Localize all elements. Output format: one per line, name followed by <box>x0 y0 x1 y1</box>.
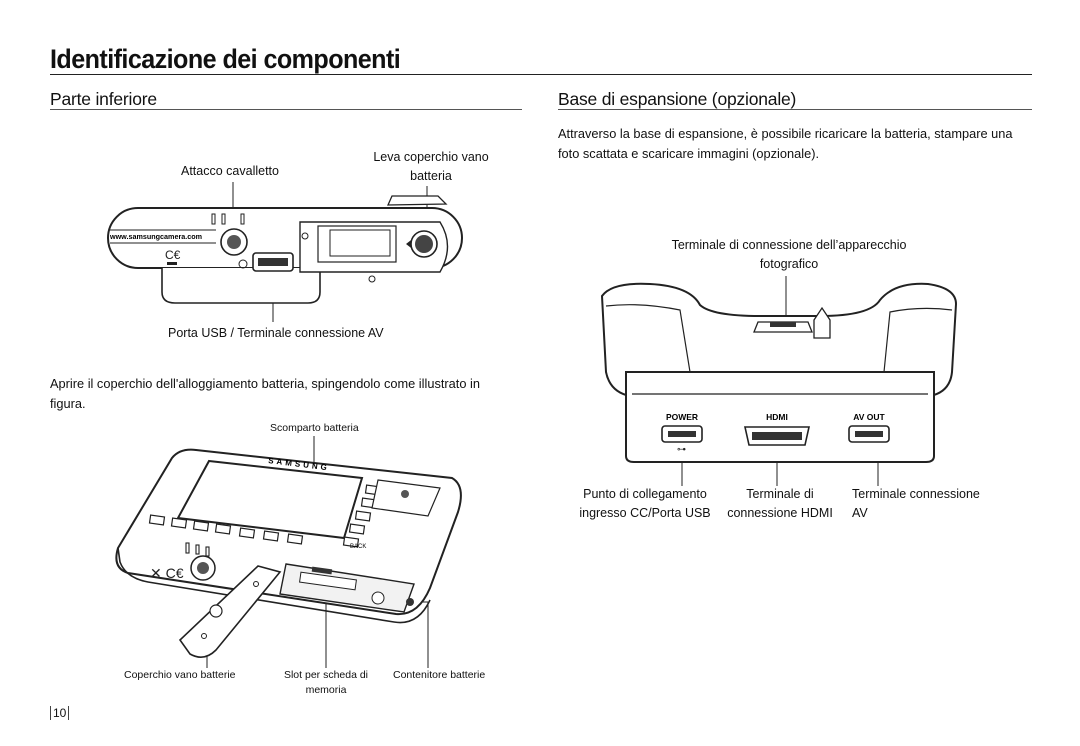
label-battery-lever: Leva coperchio vano batteria <box>366 148 496 186</box>
camera-open-battery-illustration: SAMSUNG BACK ✕ C€ <box>115 436 462 668</box>
page-title: Identificazione dei componenti <box>50 44 401 74</box>
label-power-usb: Punto di collegamento ingresso CC/Porta … <box>570 485 720 523</box>
section-rule-left <box>50 109 522 110</box>
label-av-terminal-line1: Terminale connessione <box>852 487 980 501</box>
title-rule <box>50 74 1032 75</box>
label-battery-lever-line1: Leva coperchio vano <box>373 150 489 164</box>
label-battery-lever-line2: batteria <box>410 169 452 183</box>
label-battery-holder: Contenitore batterie <box>393 669 486 681</box>
label-tripod-mount: Attacco cavalletto <box>181 164 279 178</box>
label-memory-slot-line1: Slot per scheda di <box>283 669 369 681</box>
svg-text:⊶: ⊶ <box>677 445 686 455</box>
label-memory-slot: Slot per scheda di memoria <box>268 668 384 698</box>
svg-text:C€: C€ <box>165 248 181 262</box>
label-memory-slot-line2: memoria <box>305 684 347 696</box>
label-battery-cover: Coperchio vano batterie <box>124 669 236 681</box>
section-heading-dock: Base di espansione (opzionale) <box>558 89 797 109</box>
section-heading-bottom: Parte inferiore <box>50 89 157 109</box>
label-hdmi-terminal: Terminale di connessione HDMI <box>720 485 840 523</box>
battery-instruction-text: Aprire il coperchio dell'alloggiamento b… <box>50 376 480 411</box>
label-av-terminal: Terminale connessione AV <box>852 485 980 523</box>
label-power-usb-line1: Punto di collegamento <box>583 487 707 501</box>
port-label-power: POWER <box>666 412 698 422</box>
label-power-usb-line2: ingresso CC/Porta USB <box>579 506 711 520</box>
camera-url-text: www.samsungcamera.com <box>109 232 202 241</box>
port-label-hdmi: HDMI <box>766 412 788 422</box>
svg-text:✕ C€: ✕ C€ <box>150 565 184 581</box>
label-camera-terminal-line1: Terminale di connessione dell’apparecchi… <box>671 238 907 252</box>
section-rule-right <box>558 109 1032 110</box>
label-battery-compartment: Scomparto batteria <box>270 422 359 434</box>
label-camera-terminal: Terminale di connessione dell’apparecchi… <box>630 236 948 274</box>
dock-intro-text: Attraverso la base di espansione, è poss… <box>558 126 1013 161</box>
label-av-terminal-line2: AV <box>852 506 868 520</box>
port-label-avout: AV OUT <box>853 412 885 422</box>
label-usb-av-port: Porta USB / Terminale connessione AV <box>168 326 384 340</box>
label-hdmi-terminal-line1: Terminale di <box>746 487 814 501</box>
label-hdmi-terminal-line2: connessione HDMI <box>727 506 833 520</box>
camera-bottom-illustration: www.samsungcamera.com C€ <box>107 182 463 322</box>
dock-illustration: POWER HDMI AV OUT ⊶ <box>600 276 958 486</box>
label-camera-terminal-line2: fotografico <box>759 257 819 271</box>
page-number: 10 <box>50 706 70 720</box>
camera-back-text: BACK <box>350 544 366 550</box>
